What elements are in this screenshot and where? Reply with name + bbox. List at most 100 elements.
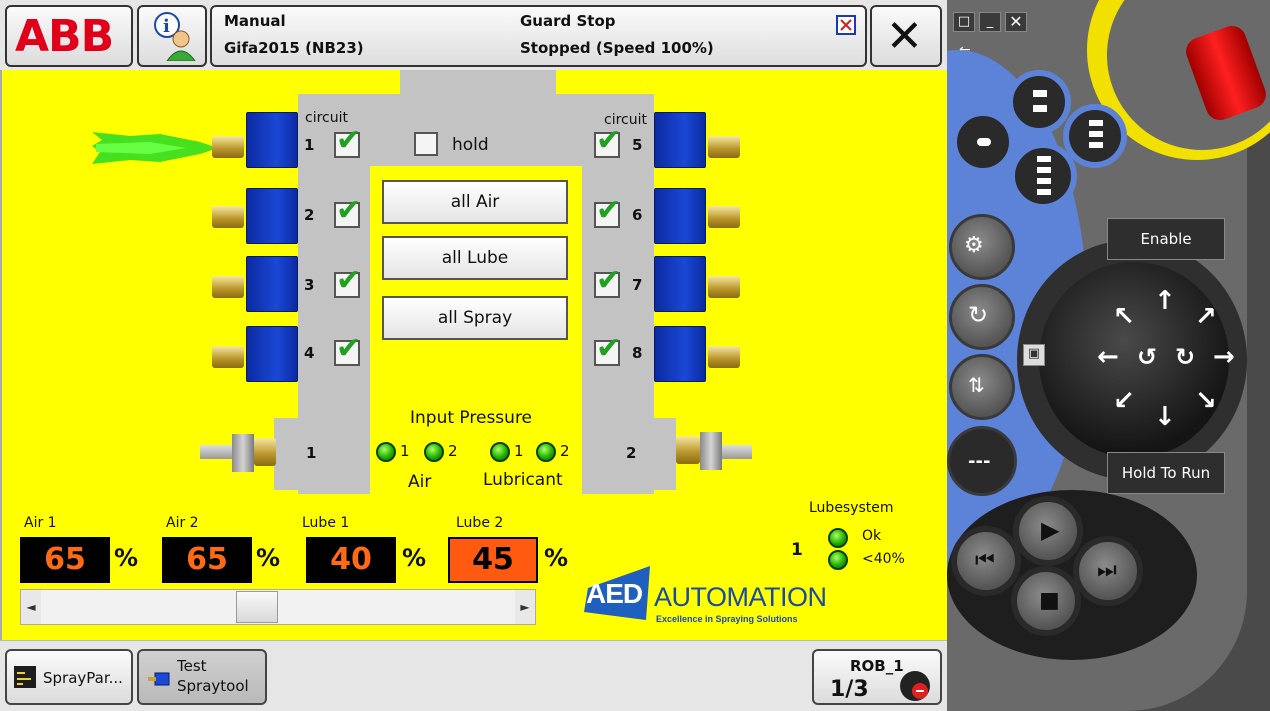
step-backward-button[interactable]: ⏮ xyxy=(951,526,1021,596)
value-slider[interactable]: ◄ ► xyxy=(20,589,536,625)
hold-checkbox[interactable] xyxy=(414,132,438,156)
input-fitting-right xyxy=(700,432,722,470)
arrow-upleft-icon: ↖ xyxy=(1113,302,1135,332)
all-spray-button[interactable]: all Spray xyxy=(382,296,568,340)
rotate-cw-icon: ↻ xyxy=(1175,343,1196,371)
start-button[interactable]: ▶ xyxy=(1013,496,1083,566)
spray-plume xyxy=(92,132,218,164)
program-key-2[interactable] xyxy=(1007,70,1071,134)
close-icon: ✕ xyxy=(886,11,923,62)
guard-stop-icon xyxy=(836,15,856,35)
air-1-value[interactable]: 65 xyxy=(20,537,110,583)
pump-1 xyxy=(246,112,298,168)
input-pressure-title: Input Pressure xyxy=(410,408,533,428)
toggle-motion-mode-button[interactable]: ↻ xyxy=(949,284,1015,350)
step-back-icon: ⏮ xyxy=(975,548,995,573)
nozzle-2 xyxy=(212,206,244,228)
circuit-number-7: 7 xyxy=(632,276,643,294)
check-icon: ✔ xyxy=(336,193,362,228)
pump-8 xyxy=(654,326,706,382)
aed-automation-logo: AED AUTOMATION Excellence in Spraying So… xyxy=(580,560,827,630)
stop-button[interactable]: ■ xyxy=(1011,566,1081,636)
state-text: Guard Stop xyxy=(520,12,616,30)
hold-label: hold xyxy=(452,135,489,155)
arrow-left-icon: ← xyxy=(1097,342,1119,372)
robot-arm-icon: ⚙ xyxy=(964,233,984,258)
air-2-unit: % xyxy=(256,544,281,572)
close-button[interactable]: ✕ xyxy=(870,5,942,67)
circuit-7-checkbox[interactable]: ✔ xyxy=(594,264,621,298)
task-test-spraytool[interactable]: Test Spraytool xyxy=(137,649,267,705)
step-forward-button[interactable]: ⏭ xyxy=(1073,536,1143,606)
circuit-label-left: circuit xyxy=(305,110,348,126)
two-bar-icon xyxy=(1033,90,1047,112)
joystick[interactable] xyxy=(1039,262,1229,458)
rotate-icon: ↻ xyxy=(968,301,989,329)
increment-icon: ⇅ xyxy=(968,373,985,397)
program-key-3[interactable] xyxy=(1063,104,1127,168)
lube-2-value[interactable]: 45 xyxy=(448,537,538,583)
all-air-button[interactable]: all Air xyxy=(382,180,568,224)
circuit-2-checkbox[interactable]: ✔ xyxy=(334,194,361,228)
program-key-4[interactable] xyxy=(1009,142,1077,210)
robot-fraction: 1/3 xyxy=(830,677,869,702)
spray-params-icon xyxy=(14,666,36,688)
hold-to-run-button[interactable]: Hold To Run xyxy=(1107,452,1225,494)
all-lube-button[interactable]: all Lube xyxy=(382,236,568,280)
input-fitting-left xyxy=(232,434,254,472)
arrow-downright-icon: ↘ xyxy=(1195,386,1217,416)
lube-1-unit: % xyxy=(402,544,427,572)
quickset-button[interactable]: ROB_1 1/3 xyxy=(812,649,942,705)
circuit-1-checkbox[interactable]: ✔ xyxy=(334,124,361,158)
program-text: Gifa2015 (NB23) xyxy=(224,39,364,57)
select-mechanical-unit-button[interactable]: ⚙ xyxy=(949,214,1015,280)
air-2-label: Air 2 xyxy=(166,515,199,531)
task-test-line1: Test xyxy=(177,657,207,675)
toggle-increment-button[interactable]: ⇅ xyxy=(949,354,1015,420)
event-log-button[interactable]: i xyxy=(137,5,207,67)
circuit-number-1: 1 xyxy=(304,136,315,154)
enable-button[interactable]: Enable xyxy=(1107,218,1225,260)
status-bar[interactable]: Manual Gifa2015 (NB23) Guard Stop Stoppe… xyxy=(210,5,867,67)
joystick-lock-icon[interactable]: ▣ xyxy=(1023,344,1045,366)
arrow-down-icon: ↓ xyxy=(1154,402,1176,432)
slider-right-arrow[interactable]: ► xyxy=(515,590,535,624)
circuit-3-checkbox[interactable]: ✔ xyxy=(334,264,361,298)
lube-2-led xyxy=(536,442,556,462)
mode-text: Manual xyxy=(224,12,286,30)
lube-2-unit: % xyxy=(544,544,569,572)
minimize-icon[interactable]: _ xyxy=(979,12,1001,32)
increment-off-button[interactable]: --- xyxy=(947,426,1017,496)
circuit-6-checkbox[interactable]: ✔ xyxy=(594,194,621,228)
lube-1-label: Lube 1 xyxy=(302,515,350,531)
lube-1-value[interactable]: 40 xyxy=(306,537,396,583)
lubesystem-title: Lubesystem xyxy=(809,500,894,516)
circuit-number-8: 8 xyxy=(632,344,643,362)
circuit-5-checkbox[interactable]: ✔ xyxy=(594,124,621,158)
lube-low-led xyxy=(828,550,848,570)
circuit-8-checkbox[interactable]: ✔ xyxy=(594,332,621,366)
air-2-value[interactable]: 65 xyxy=(162,537,252,583)
restore-icon[interactable]: □ xyxy=(953,12,975,32)
nozzle-4 xyxy=(212,346,244,368)
aed-logo-rest: AUTOMATION xyxy=(654,582,827,612)
air-label: Air xyxy=(408,472,432,492)
abb-menu-button[interactable]: ABB xyxy=(5,5,133,67)
slider-thumb[interactable] xyxy=(236,591,278,623)
lube-2-led-label: 2 xyxy=(560,442,570,460)
circuit-label-right: circuit xyxy=(604,112,647,128)
robot-name: ROB_1 xyxy=(850,657,904,675)
pendant-close-icon[interactable]: ✕ xyxy=(1005,12,1027,32)
task-spraypar[interactable]: SprayPar... xyxy=(5,649,133,705)
pump-2 xyxy=(246,188,298,244)
air-1-led xyxy=(376,442,396,462)
air-1-led-label: 1 xyxy=(400,442,410,460)
task-spraypar-label: SprayPar... xyxy=(43,669,123,687)
circuit-4-checkbox[interactable]: ✔ xyxy=(334,332,361,366)
input-pipe-right xyxy=(722,445,752,459)
program-key-1[interactable] xyxy=(951,110,1015,174)
virtual-flexpendant: □ _ ✕ ⇆ ⚙ ↻ ⇅ --- ▣ ↑ ↓ ← → ↖ ↗ ↙ ↘ ↺ ↻ … xyxy=(947,0,1270,711)
slider-left-arrow[interactable]: ◄ xyxy=(21,590,41,624)
input-pipe-left xyxy=(200,445,234,459)
lube-ok-label: Ok xyxy=(862,528,882,544)
